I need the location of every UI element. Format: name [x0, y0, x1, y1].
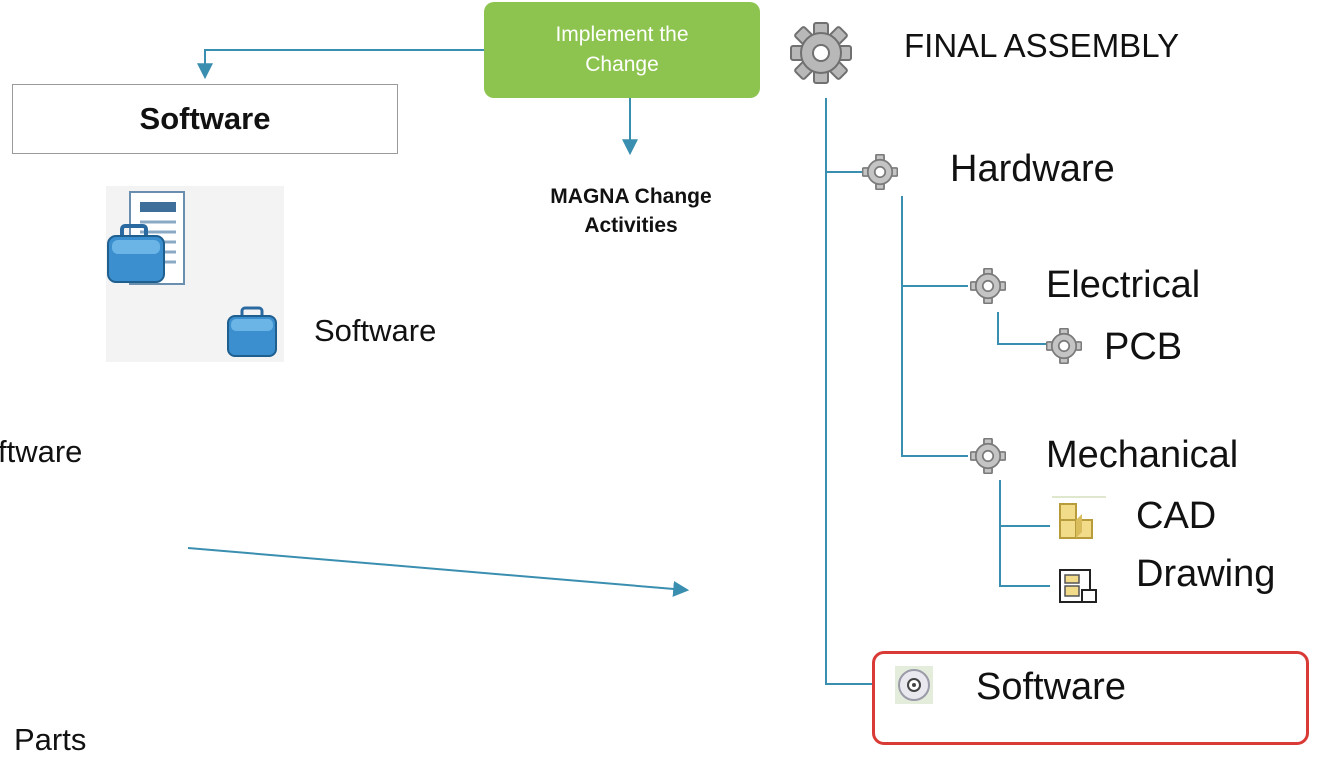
tree-electrical-label: Electrical: [1046, 264, 1201, 306]
drawing-icon: [1059, 569, 1097, 603]
gear-icon: [1046, 328, 1082, 364]
gear-icon: [970, 268, 1006, 304]
implement-change-box: Implement the Change: [484, 2, 760, 98]
cut-text-parts: Parts: [14, 722, 87, 757]
briefcase-icon: [107, 224, 165, 283]
software-box-label: Software: [139, 101, 271, 136]
connector-lines: [158, 49, 1050, 685]
cut-text-software: ftware: [0, 434, 83, 469]
software-box: Software: [12, 84, 398, 154]
tree-mechanical-label: Mechanical: [1046, 434, 1239, 476]
implement-label-line2: Change: [585, 53, 659, 76]
tree-drawing-label: Drawing: [1136, 553, 1276, 595]
briefcase-icon: [227, 306, 277, 357]
activities-label-line1: MAGNA Change: [550, 185, 712, 208]
tree-cad-label: CAD: [1136, 495, 1217, 537]
gear-icon: [862, 154, 898, 190]
tree-pcb-label: PCB: [1104, 326, 1183, 368]
implement-to-software-arrow: [197, 49, 484, 80]
implement-label-line1: Implement the: [555, 23, 689, 46]
software-child-label: Software: [314, 313, 437, 348]
tree-root-label: FINAL ASSEMBLY: [904, 27, 1180, 64]
tree-software-label: Software: [976, 666, 1126, 708]
magna-change-activities: MAGNA Change Activities: [500, 182, 762, 240]
tree-lines: [825, 98, 1050, 685]
cad-part-icon: [1052, 496, 1106, 539]
tree-hardware-label: Hardware: [950, 148, 1115, 190]
gear-icon: [790, 22, 852, 84]
diagonal-arrow: [187, 547, 690, 597]
activities-label-line2: Activities: [584, 214, 678, 237]
gear-icon: [970, 438, 1006, 474]
cd-icon: [895, 666, 933, 704]
